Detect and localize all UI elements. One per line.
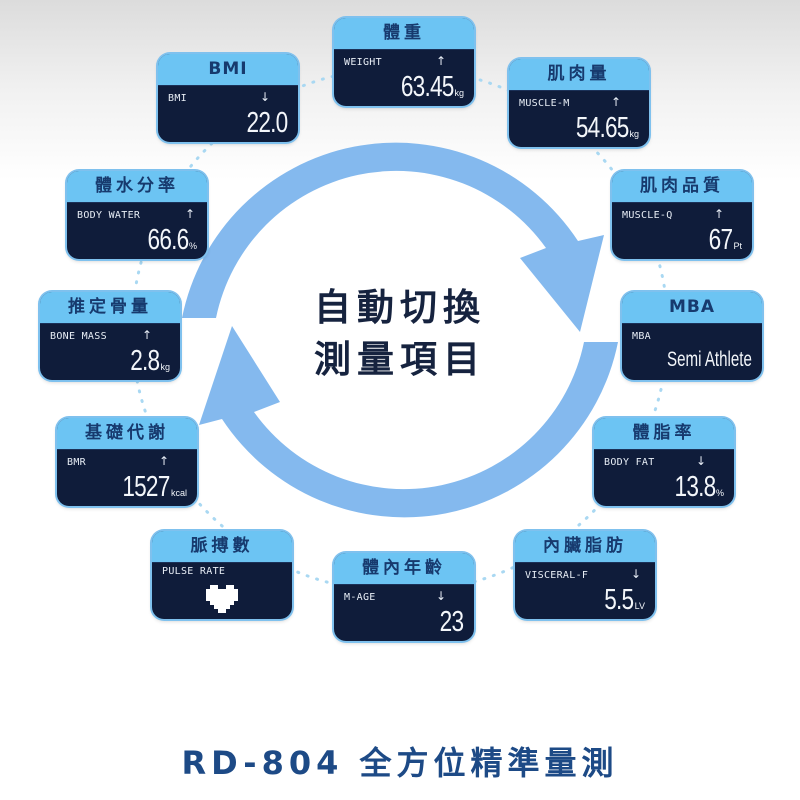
card-value: Semi Athlete (667, 348, 752, 371)
card-unit: Pt (733, 241, 742, 251)
cycle-arrow-bottom (199, 326, 618, 518)
card-label: WEIGHT (344, 57, 382, 68)
card-label: M-AGE (344, 592, 376, 603)
card-label: MUSCLE-M (519, 98, 570, 109)
trend-down-icon: ↓ (259, 90, 270, 104)
card-title: MBA (622, 292, 762, 324)
card-title: 體內年齡 (334, 553, 474, 585)
card-body-water: 體水分率 BODY WATER ↑ 66.6% (67, 171, 207, 259)
card-title: 肌肉量 (509, 59, 649, 91)
card-title: 體水分率 (67, 171, 207, 203)
heart-icon (206, 585, 238, 613)
card-label: BMR (67, 457, 86, 468)
center-label-line2: 測量項目 (314, 338, 486, 381)
card-label: PULSE RATE (162, 566, 226, 577)
center-label-line1: 自動切換 (314, 286, 486, 329)
card-value: 22.0 (246, 107, 288, 139)
card-value: 54.65 (575, 112, 629, 144)
card-value: 67 (708, 224, 733, 256)
card-value: 63.45 (400, 71, 454, 103)
card-title: 基礎代謝 (57, 418, 197, 450)
trend-down-icon: ↓ (630, 567, 641, 581)
card-title: 體脂率 (594, 418, 734, 450)
card-title: 體重 (334, 18, 474, 50)
card-label: BONE MASS (50, 331, 107, 342)
card-metabolic-age: 體內年齡 M-AGE ↓ 23 (334, 553, 474, 641)
card-title: 內臟脂肪 (515, 531, 655, 563)
card-label: BODY WATER (77, 210, 141, 221)
trend-up-icon: ↑ (184, 207, 195, 221)
card-value: 66.6 (147, 224, 189, 256)
card-unit: kg (629, 129, 639, 139)
card-title: 推定骨量 (40, 292, 180, 324)
trend-up-icon: ↑ (141, 328, 152, 342)
card-unit: LV (634, 601, 645, 611)
trend-up-icon: ↑ (158, 454, 169, 468)
card-unit: kg (454, 88, 464, 98)
card-unit: kcal (170, 488, 187, 498)
card-bmi: BMI BMI ↓ 22.0 (158, 54, 298, 142)
card-value: 5.5 (604, 584, 635, 616)
card-label: BODY FAT (604, 457, 655, 468)
trend-down-icon: ↓ (435, 589, 446, 603)
card-mba: MBA MBA Semi Athlete (622, 292, 762, 380)
card-value: 13.8 (674, 471, 716, 503)
card-label: BMI (168, 93, 187, 104)
card-title: 肌肉品質 (612, 171, 752, 203)
card-title: BMI (158, 54, 298, 86)
cycle-arrow-top (182, 142, 604, 332)
card-label: MUSCLE-Q (622, 210, 673, 221)
card-title: 脈搏數 (152, 531, 292, 563)
center-label: 自動切換 測量項目 (300, 282, 500, 386)
trend-down-icon: ↓ (695, 454, 706, 468)
card-body-fat: 體脂率 BODY FAT ↓ 13.8% (594, 418, 734, 506)
card-label: VISCERAL-F (525, 570, 589, 581)
card-unit: % (188, 241, 197, 251)
footer-title: RD-804 全方位精準量測 (181, 744, 619, 782)
card-label: MBA (632, 331, 651, 342)
card-value: 2.8 (130, 345, 160, 377)
trend-up-icon: ↑ (713, 207, 724, 221)
card-value: 23 (439, 606, 463, 638)
card-pulse-rate: 脈搏數 PULSE RATE (152, 531, 292, 619)
trend-up-icon: ↑ (435, 54, 446, 68)
card-value: 1527 (122, 471, 171, 503)
trend-up-icon: ↑ (610, 95, 621, 109)
card-unit: kg (160, 362, 170, 372)
card-unit: % (715, 488, 724, 498)
